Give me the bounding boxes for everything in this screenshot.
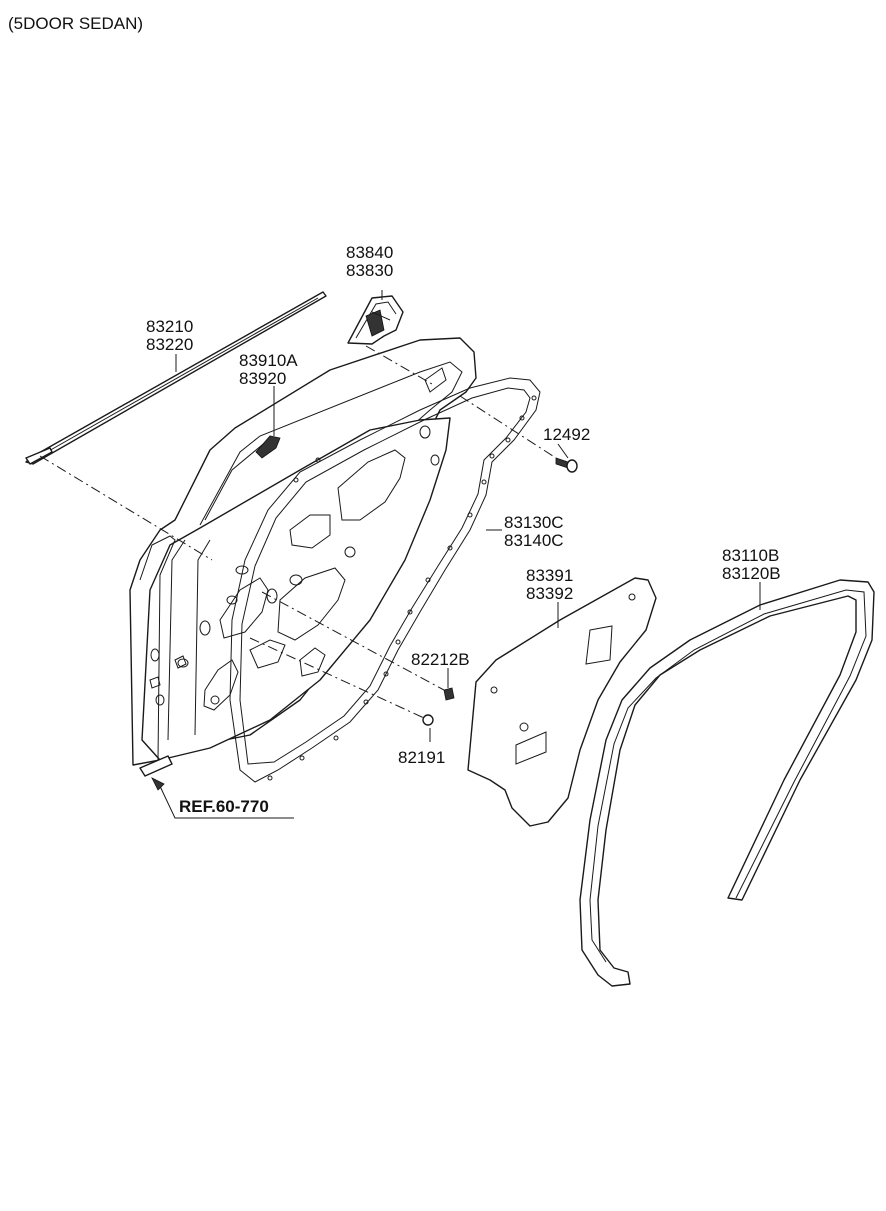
label-82191: 82191 xyxy=(398,748,445,767)
assembly-line-plug xyxy=(249,637,425,719)
label-83120B: 83120B xyxy=(722,564,781,583)
label-83392: 83392 xyxy=(526,584,573,603)
waterproof-sheet[interactable] xyxy=(467,577,657,827)
label-83110B: 83110B xyxy=(722,546,779,565)
screw-12492[interactable] xyxy=(555,457,578,473)
door-weatherstrip-body[interactable] xyxy=(229,377,541,783)
leader-12492 xyxy=(557,443,569,459)
label-83830: 83830 xyxy=(346,261,393,280)
door-frame-garnish[interactable] xyxy=(347,295,404,345)
label-ref[interactable]: REF.60-770 xyxy=(179,797,269,816)
assembly-line-belt xyxy=(39,455,213,561)
assembly-line-garnish xyxy=(365,345,433,385)
assembly-line-clip xyxy=(261,591,445,691)
label-83130C: 83130C xyxy=(504,513,564,532)
label-83910A: 83910A xyxy=(239,351,298,370)
rear-door-panel[interactable] xyxy=(129,337,477,777)
label-83210: 83210 xyxy=(146,317,193,336)
label-83840: 83840 xyxy=(346,243,393,262)
plug-82191[interactable] xyxy=(422,714,434,726)
assembly-line-screw xyxy=(459,395,557,459)
label-12492: 12492 xyxy=(543,425,590,444)
clip-82212B[interactable] xyxy=(443,687,455,701)
label-83391: 83391 xyxy=(526,566,573,585)
label-82212B: 82212B xyxy=(411,650,470,669)
ref-arrow-icon xyxy=(151,777,165,791)
label-83140C: 83140C xyxy=(504,531,564,550)
label-83220: 83220 xyxy=(146,335,193,354)
door-belt-moulding[interactable] xyxy=(25,291,327,465)
diagram-title: (5DOOR SEDAN) xyxy=(8,14,143,33)
label-83920: 83920 xyxy=(239,369,286,388)
leader-ref xyxy=(157,781,294,819)
door-side-weatherstrip[interactable] xyxy=(579,579,875,987)
